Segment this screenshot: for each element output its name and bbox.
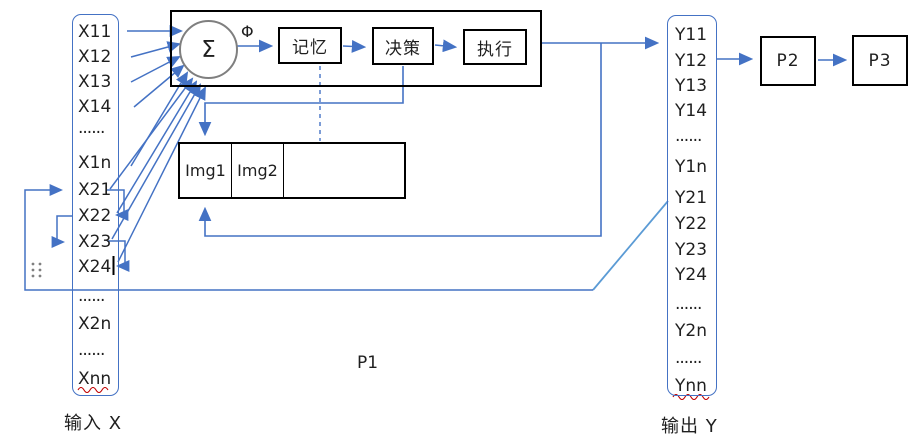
execute-stage-label: 执行 [477, 39, 513, 60]
line-output-to-imgbox-bottom [198, 43, 602, 237]
output-item: Y11 [675, 25, 708, 45]
feedback-lines [198, 43, 602, 237]
bracket-x22-x23 [51, 215, 72, 248]
output-item-ellipsis: ...... [675, 348, 702, 368]
output-item: Y1n [675, 157, 707, 177]
input-item: X12 [78, 47, 112, 67]
output-column-label: 输出 Y [661, 416, 718, 437]
loop-diagonal-y21 [592, 200, 669, 291]
input-item: X22 [78, 206, 112, 226]
bracket-x23-x24 [107, 240, 130, 272]
arrow-decision-execute [434, 39, 458, 53]
img-empty-cell [284, 144, 404, 197]
arrow-x1n-sum [130, 71, 189, 167]
input-item: Xnn [78, 369, 112, 389]
bracket-x21-x22 [106, 189, 129, 221]
input-to-sum-arrows [109, 25, 206, 263]
input-item: X21 [78, 180, 112, 200]
flow-arrows [237, 36, 848, 67]
processor-box [170, 10, 542, 87]
output-item: Y2n [675, 321, 707, 341]
p1-label: P1 [357, 353, 379, 373]
p3-box: P3 [852, 35, 908, 86]
memory-stage-box: 记忆 [278, 27, 342, 64]
output-item: Y14 [675, 101, 708, 121]
execute-stage-box: 执行 [463, 29, 527, 65]
loop-return-to-x21 [24, 184, 593, 291]
input-item-ellipsis: ...... [78, 340, 105, 360]
input-item: X23 [78, 232, 112, 252]
input-item-ellipsis: ...... [78, 286, 105, 306]
decision-stage-label: 决策 [385, 38, 421, 59]
arrow-x14-sum [133, 64, 185, 108]
input-item: X11 [78, 22, 112, 42]
line-decision-to-imgbox-top [198, 66, 404, 137]
image-memory-box: Img1 Img2 [178, 142, 406, 199]
output-item: Y21 [675, 188, 708, 208]
output-item: Y24 [675, 265, 708, 285]
output-item-ellipsis: ...... [675, 294, 702, 314]
img2-cell: Img2 [232, 144, 284, 197]
arrow-x22-sum [116, 80, 198, 214]
input-item: X1n [78, 153, 112, 173]
p2-label: P2 [776, 51, 800, 71]
spellcheck-squiggle-xnn [77, 386, 109, 394]
input-column-container [72, 14, 119, 396]
input-column-label: 输入 X [64, 413, 123, 434]
drag-handle-icon [31, 262, 42, 278]
arrow-memory-decision [342, 40, 367, 53]
input-item: X14 [78, 97, 112, 117]
input-item-ellipsis: ...... [78, 118, 105, 138]
output-item: Y22 [675, 214, 708, 234]
arrow-x21-sum [109, 77, 194, 190]
output-item: Y23 [675, 240, 708, 260]
input-item: X24 [78, 257, 112, 277]
arrow-x24-sum [117, 86, 206, 263]
sum-symbol: Σ [201, 36, 216, 63]
img1-cell: Img1 [180, 144, 232, 197]
p3-label: P3 [868, 50, 892, 71]
input-item: X13 [78, 72, 112, 92]
output-item: Y13 [675, 76, 708, 96]
output-item: Y12 [675, 51, 708, 71]
input-item: X2n [78, 314, 112, 334]
x-sequence-brackets [51, 189, 130, 272]
phi-symbol: Φ [241, 22, 254, 41]
sum-circle: Σ [179, 20, 238, 79]
decision-stage-box: 决策 [372, 27, 434, 65]
output-item: Ynn [675, 376, 707, 396]
p2-box: P2 [760, 36, 816, 86]
spellcheck-squiggle-ynn [672, 393, 710, 401]
text-cursor [112, 256, 115, 275]
output-column-container [667, 15, 717, 396]
memory-stage-label: 记忆 [292, 38, 328, 58]
output-item-ellipsis: ...... [675, 126, 702, 146]
